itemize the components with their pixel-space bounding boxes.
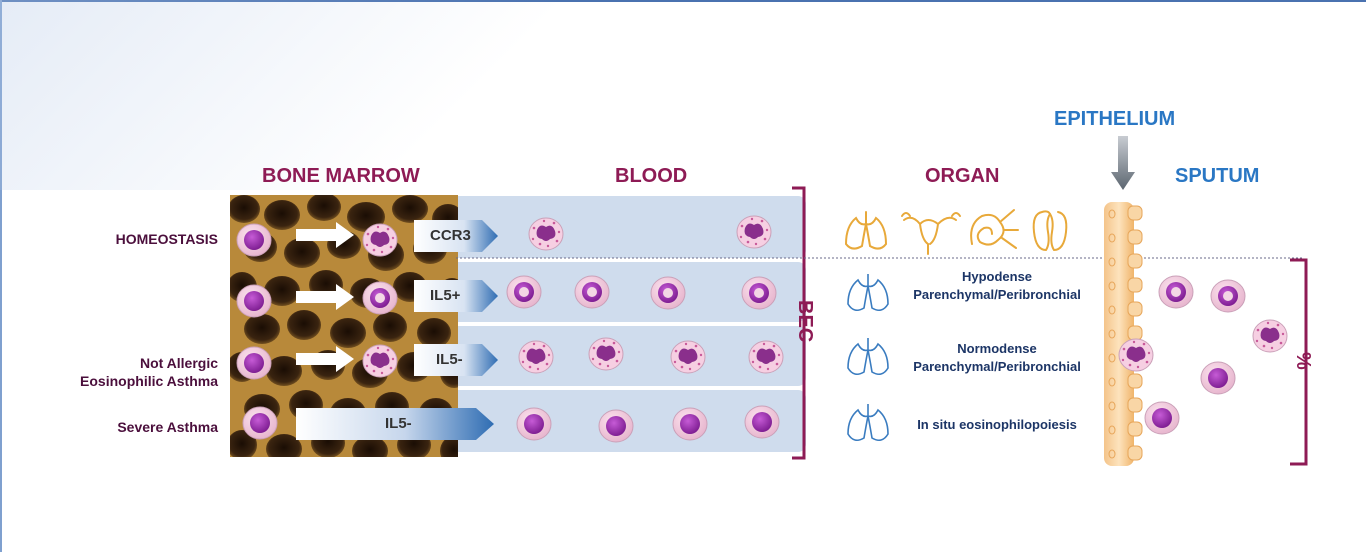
title-blood: BLOOD bbox=[615, 165, 687, 188]
row-label-not-allergic-1: Not Allergic bbox=[140, 354, 218, 372]
row-label-not-allergic-2: Eosinophilic Asthma bbox=[80, 372, 218, 390]
title-bone-marrow: BONE MARROW bbox=[262, 165, 420, 188]
sputum-cells bbox=[1100, 260, 1300, 460]
organ-icons bbox=[842, 204, 1072, 256]
hypodense-line2: Parenchymal/Peribronchial bbox=[902, 286, 1092, 304]
normodense-line1: Normodense bbox=[902, 340, 1092, 358]
hypodense-line1: Hypodense bbox=[902, 268, 1092, 286]
title-epithelium: EPITHELIUM bbox=[1054, 108, 1175, 131]
background-wash bbox=[0, 0, 620, 190]
row-label-homeostasis: HOMEOSTASIS bbox=[116, 230, 218, 248]
epithelium-down-arrow bbox=[1110, 136, 1136, 192]
in-situ-label: In situ eosinophilopoiesis bbox=[902, 416, 1092, 434]
percent-label: % bbox=[1291, 352, 1314, 370]
title-sputum: SPUTUM bbox=[1175, 165, 1259, 188]
marrow-cells bbox=[230, 195, 460, 457]
blood-cells bbox=[458, 196, 808, 456]
lung-icon-hypodense bbox=[846, 272, 892, 316]
row-label-severe-asthma: Severe Asthma bbox=[117, 418, 218, 436]
normodense-line2: Parenchymal/Peribronchial bbox=[902, 358, 1092, 376]
bec-label: BEC bbox=[793, 300, 816, 342]
lung-icon-normodense bbox=[846, 336, 892, 380]
lung-icon-in-situ bbox=[846, 402, 892, 446]
title-organ: ORGAN bbox=[925, 165, 999, 188]
